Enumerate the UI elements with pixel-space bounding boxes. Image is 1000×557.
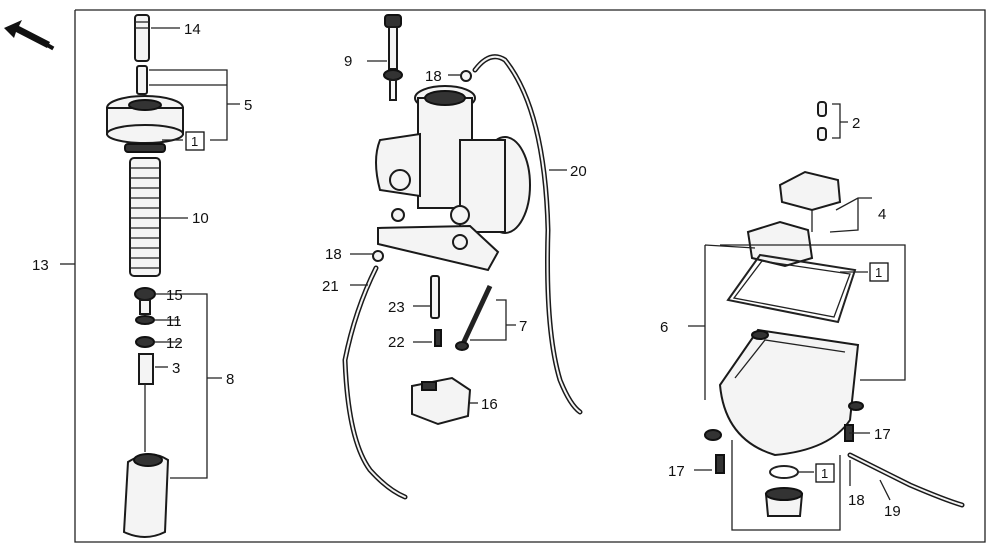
vent-tube-21 (342, 265, 408, 500)
top-cap (106, 95, 184, 144)
drain-plug (764, 465, 804, 517)
tube-clips (372, 70, 472, 262)
callout-13: 13 (32, 257, 49, 274)
assembly-frame (74, 9, 986, 543)
throttle-cable-adjuster (134, 14, 150, 62)
callout-23: 23 (388, 299, 405, 316)
air-screw (383, 14, 403, 101)
callout-10: 10 (192, 210, 209, 227)
svg-text:1: 1 (821, 466, 828, 481)
float-bowl-gasket (726, 253, 857, 324)
callout-box-1-gasket: 1 (869, 262, 889, 282)
throttle-slide (122, 453, 170, 538)
callout-15: 15 (166, 287, 183, 304)
cable-end (136, 65, 148, 95)
float (411, 376, 472, 426)
callout-12: 12 (166, 335, 183, 352)
callout-22: 22 (388, 334, 405, 351)
callout-18-bottom: 18 (848, 492, 865, 509)
callout-19: 19 (884, 503, 901, 520)
callout-18-left: 18 (325, 246, 342, 263)
callout-21: 21 (322, 278, 339, 295)
drain-tube (847, 452, 965, 508)
callout-18-top: 18 (425, 68, 442, 85)
callout-4: 4 (878, 206, 886, 223)
callout-7: 7 (519, 318, 527, 335)
callout-9: 9 (344, 53, 352, 70)
callout-3: 3 (172, 360, 180, 377)
svg-text:1: 1 (191, 134, 198, 149)
callout-box-1-cap: 1 (185, 131, 205, 151)
svg-text:1: 1 (875, 265, 882, 280)
arrow-up-left-icon (4, 20, 55, 51)
float-bowl (718, 328, 860, 457)
callout-11: 11 (166, 313, 182, 330)
callout-17-left: 17 (668, 463, 685, 480)
callout-17-right: 17 (874, 426, 891, 443)
carburetor-body (375, 85, 531, 272)
throttle-spring (129, 157, 161, 277)
callout-box-1-oring: 1 (815, 463, 835, 483)
callout-5: 5 (244, 97, 252, 114)
callout-8: 8 (226, 371, 234, 388)
vent-tube-20 (472, 54, 583, 415)
gasket-top (124, 143, 166, 153)
callout-20: 20 (570, 163, 587, 180)
float-assembly (746, 170, 842, 268)
main-jet-parts (430, 275, 442, 347)
pilot-screw (455, 284, 493, 351)
callout-2: 2 (852, 115, 860, 132)
callout-6: 6 (660, 319, 668, 336)
callout-16: 16 (481, 396, 498, 413)
needle-clip-parts (134, 287, 156, 452)
callout-14: 14 (184, 21, 201, 38)
float-pin (817, 101, 827, 141)
